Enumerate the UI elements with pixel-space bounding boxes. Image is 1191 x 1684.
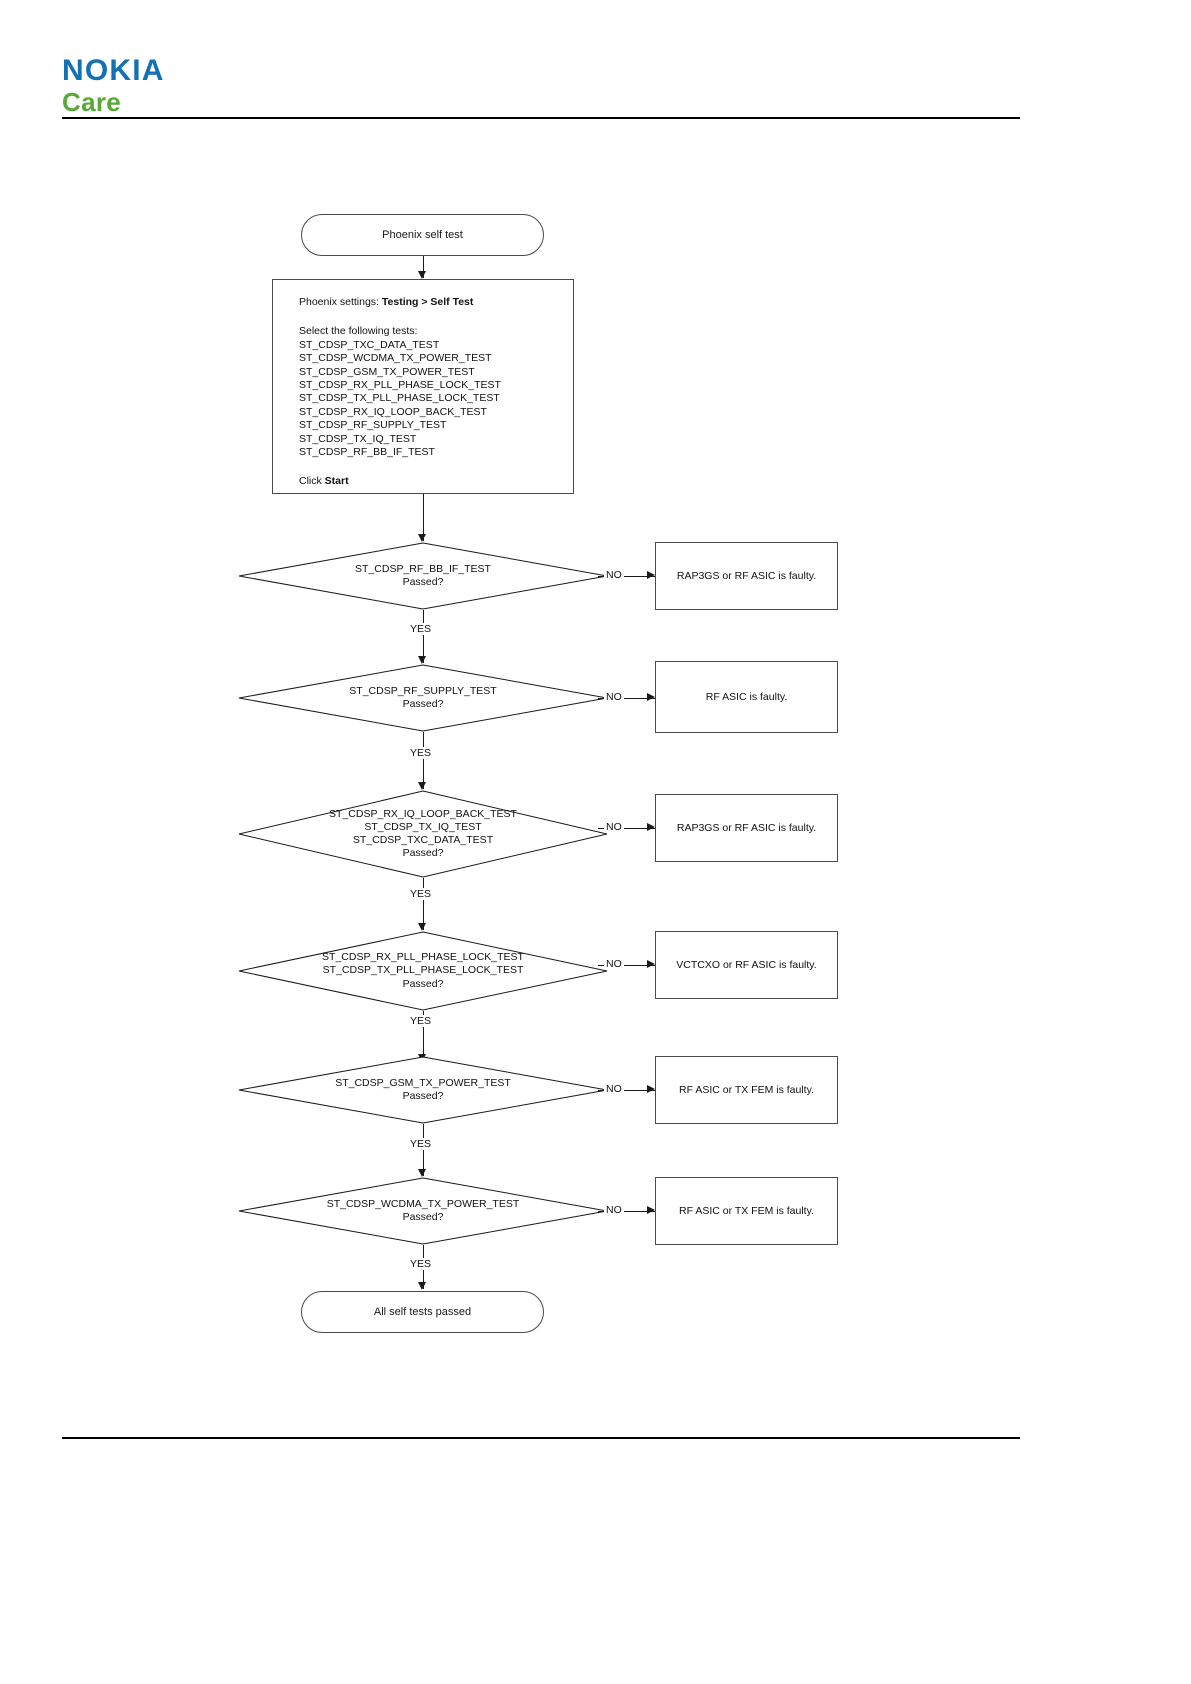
diamond-shape bbox=[238, 790, 608, 878]
list-item: ST_CDSP_RF_BB_IF_TEST bbox=[299, 446, 435, 459]
edge-label-no: NO bbox=[604, 691, 624, 703]
flow-end-terminator: All self tests passed bbox=[301, 1291, 544, 1333]
result-label: RF ASIC or TX FEM is faulty. bbox=[679, 1084, 814, 1096]
arrowhead-d2-no bbox=[647, 693, 655, 701]
list-item: ST_CDSP_RX_IQ_LOOP_BACK_TEST bbox=[299, 405, 487, 418]
list-item: ST_CDSP_TX_PLL_PHASE_LOCK_TEST bbox=[299, 392, 500, 405]
result-box-d6: RF ASIC or TX FEM is faulty. bbox=[655, 1177, 838, 1245]
footer-divider bbox=[62, 1437, 1020, 1439]
list-item: ST_CDSP_TXC_DATA_TEST bbox=[299, 338, 440, 351]
list-item: ST_CDSP_RF_SUPPLY_TEST bbox=[299, 419, 447, 432]
result-box-d4: VCTCXO or RF ASIC is faulty. bbox=[655, 931, 838, 999]
settings-test-list: ST_CDSP_TXC_DATA_TEST ST_CDSP_WCDMA_TX_P… bbox=[299, 339, 573, 460]
connector-d3-no bbox=[598, 828, 655, 829]
connector-settings-to-d1 bbox=[423, 494, 424, 541]
arrowhead-d4-no bbox=[647, 960, 655, 968]
result-label: VCTCXO or RF ASIC is faulty. bbox=[676, 959, 817, 971]
edge-label-no: NO bbox=[604, 821, 624, 833]
arrowhead-d5-yes bbox=[418, 1169, 426, 1177]
edge-label-yes: YES bbox=[408, 623, 434, 635]
connector-d6-no bbox=[598, 1211, 655, 1212]
decision-wcdma-tx-power-test: ST_CDSP_WCDMA_TX_POWER_TEST Passed? bbox=[238, 1177, 608, 1245]
arrowhead-d3-no bbox=[647, 823, 655, 831]
connector-d4-no bbox=[598, 965, 655, 966]
connector-d4-yes bbox=[423, 1011, 424, 1061]
edge-label-no: NO bbox=[604, 569, 624, 581]
result-label: RF ASIC or TX FEM is faulty. bbox=[679, 1205, 814, 1217]
arrowhead-start-to-settings bbox=[418, 271, 426, 279]
result-box-d1: RAP3GS or RF ASIC is faulty. bbox=[655, 542, 838, 610]
result-label: RAP3GS or RF ASIC is faulty. bbox=[676, 822, 817, 834]
header-divider bbox=[62, 117, 1020, 119]
edge-label-yes: YES bbox=[408, 1258, 434, 1270]
result-label: RAP3GS or RF ASIC is faulty. bbox=[676, 570, 817, 582]
edge-label-no: NO bbox=[604, 958, 624, 970]
list-item: ST_CDSP_RX_PLL_PHASE_LOCK_TEST bbox=[299, 379, 501, 392]
settings-footer-action: Click Start bbox=[299, 475, 573, 488]
arrowhead-d3-yes bbox=[418, 923, 426, 931]
flow-start-terminator: Phoenix self test bbox=[301, 214, 544, 256]
settings-heading: Phoenix settings: Testing > Self Test bbox=[299, 296, 573, 309]
connector-d1-yes bbox=[423, 610, 424, 663]
connector-d2-yes bbox=[423, 732, 424, 789]
settings-instruction: Select the following tests: bbox=[299, 325, 418, 338]
logo-care-wordmark: Care bbox=[62, 87, 122, 117]
diamond-shape bbox=[238, 1177, 608, 1245]
arrowhead-d1-no bbox=[647, 571, 655, 579]
decision-pll-phase-lock-test: ST_CDSP_RX_PLL_PHASE_LOCK_TEST ST_CDSP_T… bbox=[238, 931, 608, 1011]
diamond-shape bbox=[238, 931, 608, 1011]
connector-d5-yes bbox=[423, 1124, 424, 1176]
arrowhead-d6-no bbox=[647, 1206, 655, 1214]
connector-d3-yes bbox=[423, 878, 424, 930]
edge-label-yes: YES bbox=[408, 1138, 434, 1150]
arrowhead-settings-to-d1 bbox=[418, 534, 426, 542]
arrowhead-d5-no bbox=[647, 1085, 655, 1093]
connector-start-to-settings bbox=[423, 256, 424, 278]
settings-heading-prefix: Phoenix settings: bbox=[299, 296, 382, 308]
flow-end-label: All self tests passed bbox=[373, 1306, 472, 1318]
result-label: RF ASIC is faulty. bbox=[705, 691, 788, 703]
decision-gsm-tx-power-test: ST_CDSP_GSM_TX_POWER_TEST Passed? bbox=[238, 1056, 608, 1124]
nokia-care-logo: NOKIA Care bbox=[62, 54, 322, 117]
list-item: ST_CDSP_GSM_TX_POWER_TEST bbox=[299, 365, 475, 378]
settings-start-keyword: Start bbox=[324, 475, 349, 488]
arrowhead-d2-yes bbox=[418, 782, 426, 790]
edge-label-yes: YES bbox=[408, 747, 434, 759]
settings-footer-prefix: Click bbox=[299, 475, 325, 488]
arrowhead-d6-yes bbox=[418, 1282, 426, 1290]
connector-d2-no bbox=[598, 698, 655, 699]
diamond-shape bbox=[238, 542, 608, 610]
logo-nokia-wordmark: NOKIA bbox=[62, 54, 165, 87]
arrowhead-d1-yes bbox=[418, 656, 426, 664]
diamond-shape bbox=[238, 1056, 608, 1124]
edge-label-yes: YES bbox=[408, 888, 434, 900]
decision-rx-iq-loopback-test: ST_CDSP_RX_IQ_LOOP_BACK_TEST ST_CDSP_TX_… bbox=[238, 790, 608, 878]
connector-d1-no bbox=[598, 576, 655, 577]
settings-heading-path: Testing > Self Test bbox=[381, 296, 474, 308]
diamond-shape bbox=[238, 664, 608, 732]
decision-rf-supply-test: ST_CDSP_RF_SUPPLY_TEST Passed? bbox=[238, 664, 608, 732]
result-box-d5: RF ASIC or TX FEM is faulty. bbox=[655, 1056, 838, 1124]
flow-start-label: Phoenix self test bbox=[382, 229, 463, 241]
result-box-d2: RF ASIC is faulty. bbox=[655, 661, 838, 733]
list-item: ST_CDSP_WCDMA_TX_POWER_TEST bbox=[299, 352, 492, 365]
edge-label-no: NO bbox=[604, 1083, 624, 1095]
list-item: ST_CDSP_TX_IQ_TEST bbox=[299, 432, 417, 445]
decision-rf-bb-if-test: ST_CDSP_RF_BB_IF_TEST Passed? bbox=[238, 542, 608, 610]
edge-label-yes: YES bbox=[408, 1015, 434, 1027]
result-box-d3: RAP3GS or RF ASIC is faulty. bbox=[655, 794, 838, 862]
phoenix-settings-box: Phoenix settings: Testing > Self Test Se… bbox=[272, 279, 574, 494]
connector-d5-no bbox=[598, 1090, 655, 1091]
edge-label-no: NO bbox=[604, 1204, 624, 1216]
